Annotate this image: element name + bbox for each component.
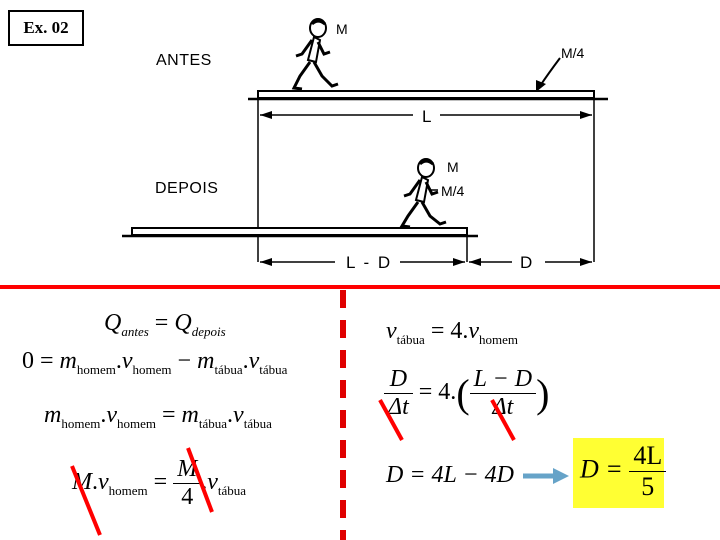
exercise-label: Ex. 02 (8, 10, 84, 46)
d-label: D (520, 253, 532, 272)
momentum-conservation-eq: Qantes = Qdepois (104, 310, 226, 339)
momentum-equality-eq: mhomem.vhomem = mtábua.vtábua (44, 402, 272, 431)
strike-m-left (70, 465, 102, 536)
man-mass-label-top: M (336, 21, 348, 37)
horizontal-divider (0, 285, 720, 289)
vertical-dashed-divider (340, 290, 346, 540)
plank-diagram: M M/4 M M/4 L L - D D (122, 18, 608, 272)
velocity-relation-eq: vtábua = 4.vhomem (386, 318, 519, 347)
plank-mass-label-bottom: M/4 (441, 183, 465, 199)
plank-after (131, 227, 468, 236)
walking-man-icon-top (291, 18, 339, 91)
length-label: L (422, 107, 431, 126)
plank-pointer-line (539, 57, 561, 87)
result-highlight (573, 438, 664, 508)
strike-delta-t-left (378, 399, 404, 441)
plank-pointer-head (536, 80, 546, 92)
plank-before (257, 90, 595, 99)
length-minus-d-label: L - D (346, 253, 392, 272)
arrow-right-icon (523, 468, 569, 484)
after-label: DEPOIS (155, 180, 219, 197)
cancel-strikes (70, 399, 516, 536)
momentum-balance-eq: 0 = mhomem.vhomem − mtábua.vtábua (22, 348, 288, 377)
walking-man-icon-bottom (399, 158, 447, 229)
linear-eq: D = 4L − 4D (386, 462, 514, 488)
strike-m-fraction (186, 447, 214, 513)
before-label: ANTES (156, 52, 212, 69)
plank-mass-label-top: M/4 (561, 45, 585, 61)
man-mass-label-bottom: M (447, 159, 459, 175)
strike-delta-t-right (490, 399, 516, 441)
